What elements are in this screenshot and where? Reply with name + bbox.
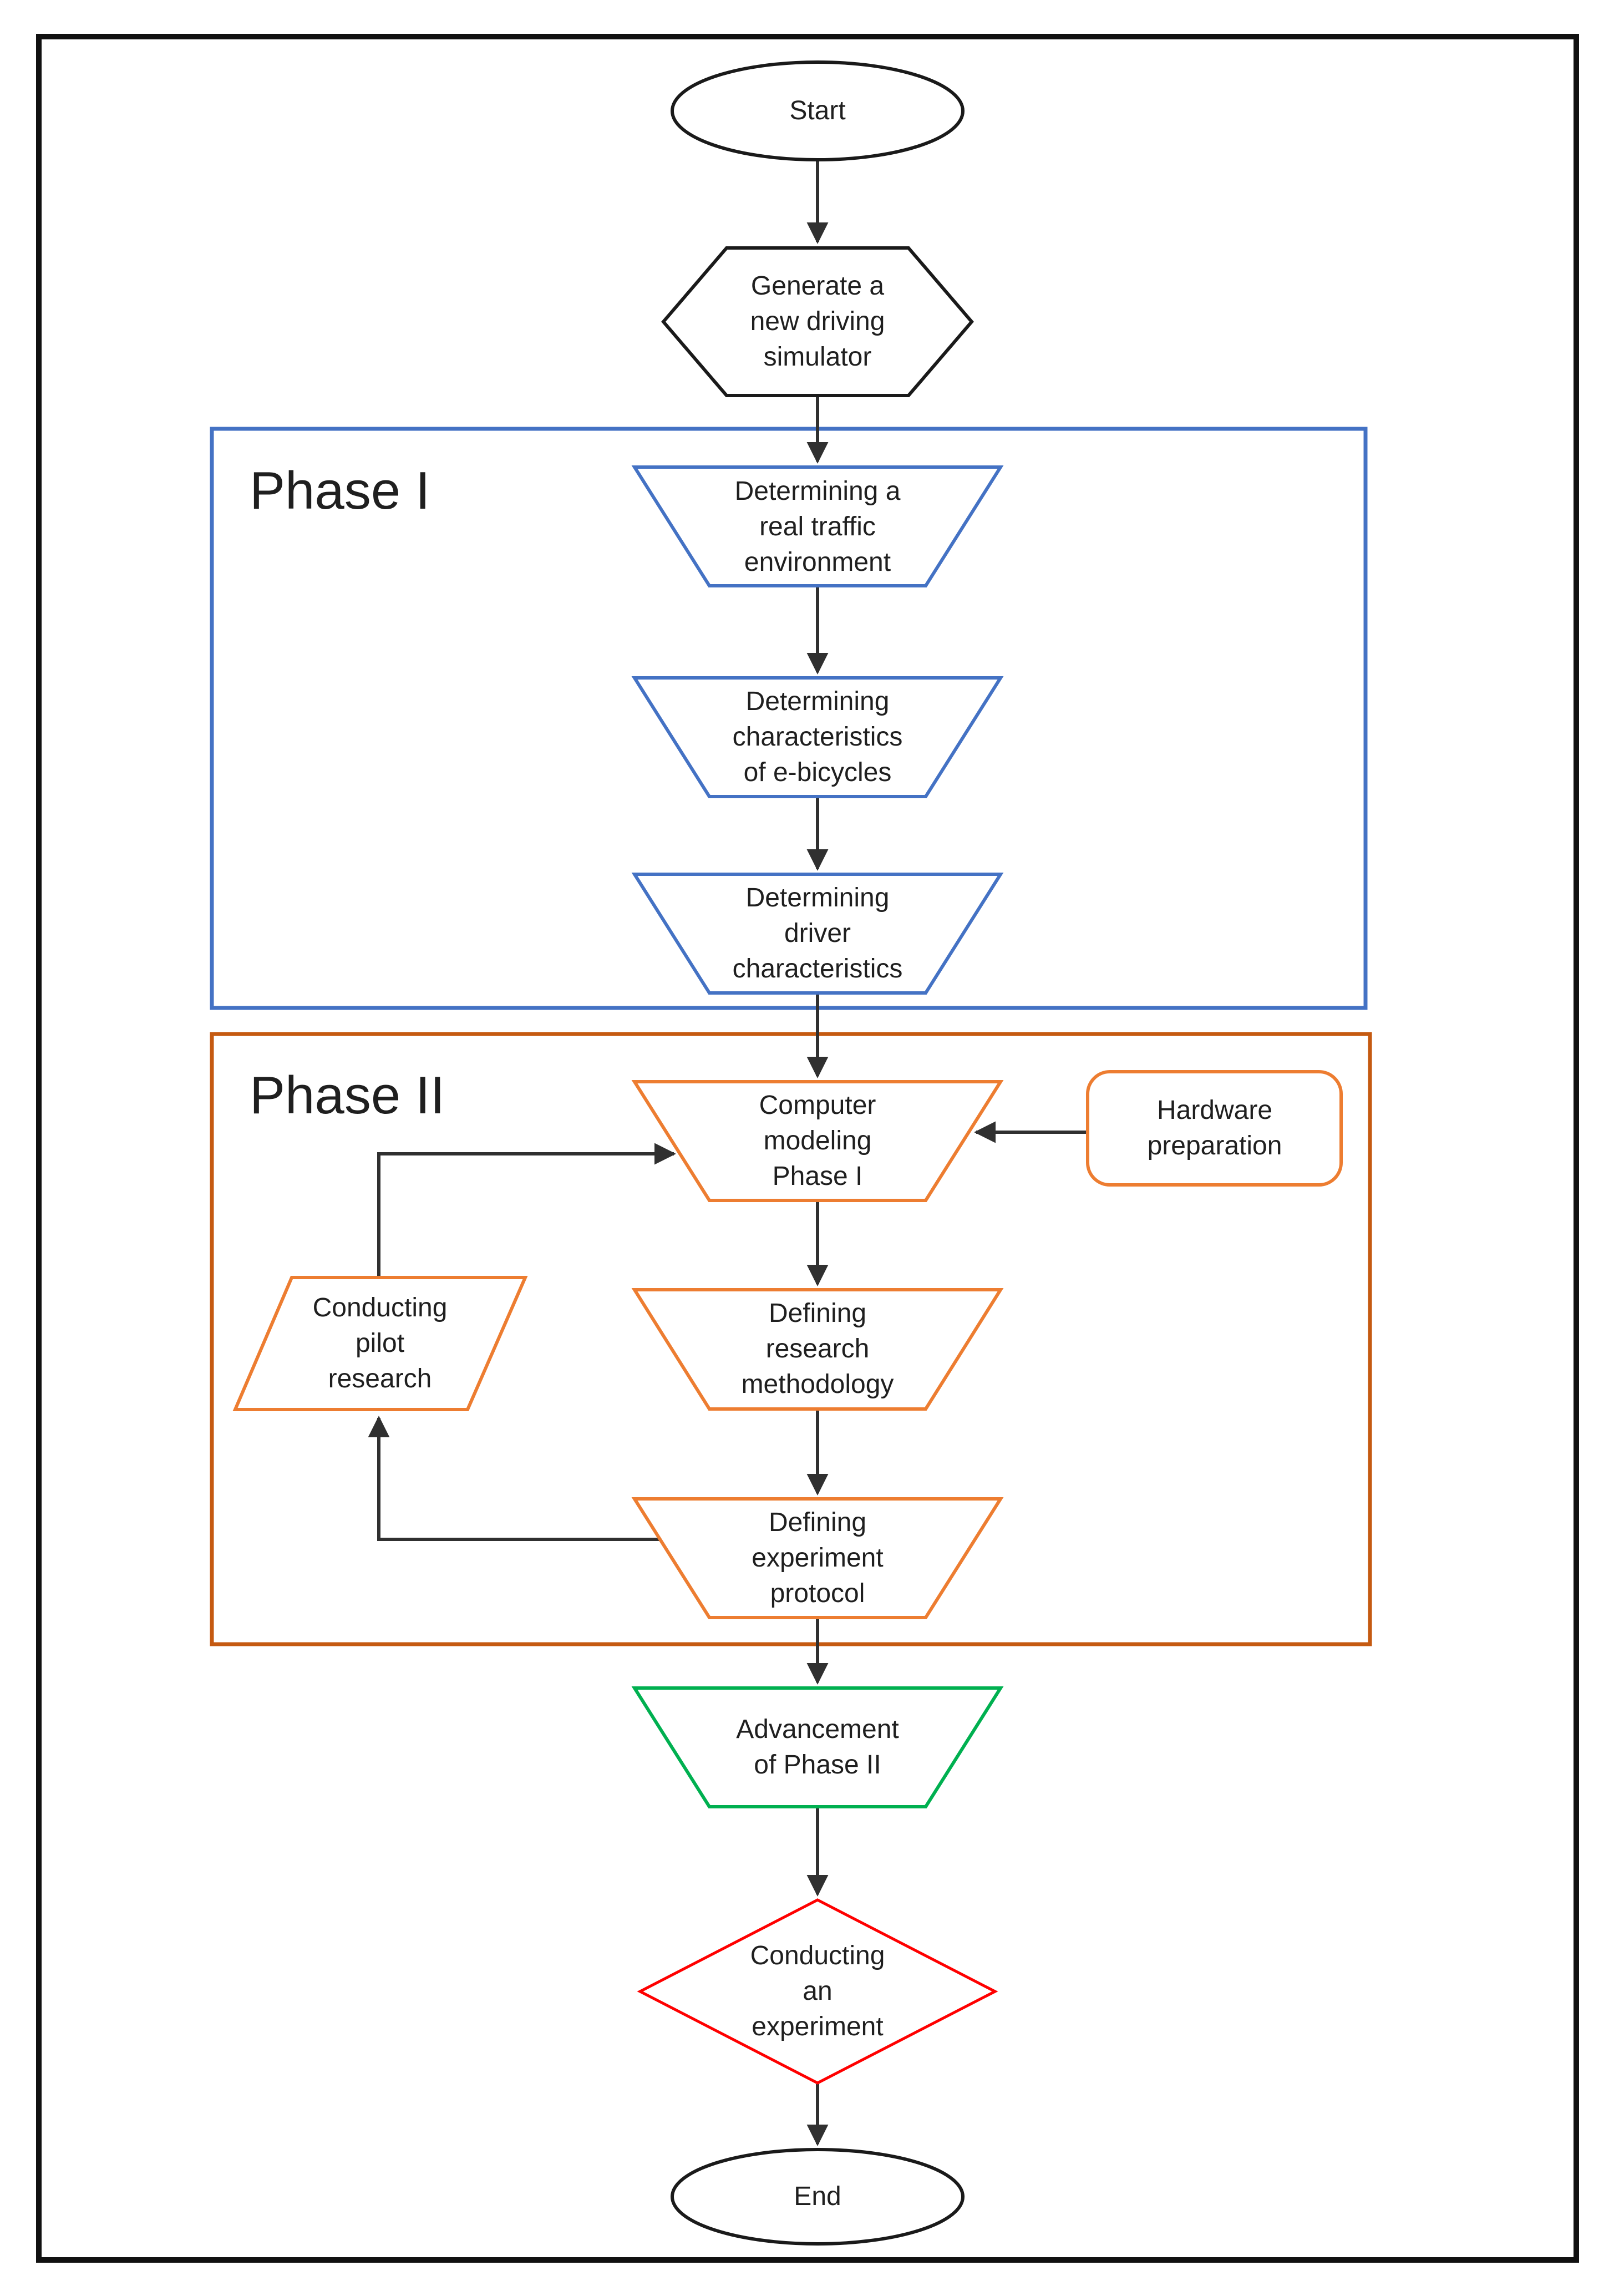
generate-simulator-label: Generate a new driving simulator [750,271,885,372]
figure-frame [36,34,1579,2263]
pilot-research-parallelogram [232,1276,528,1411]
phase2-label: Phase II [250,1066,445,1125]
real-traffic-trapezoid [631,465,1004,587]
ebicycle-characteristics-label: Determining characteristics of e-bicycle… [732,687,903,787]
end-terminal-ellipse [671,2148,965,2246]
real-traffic-label: Determining a real traffic environment [734,477,901,577]
phase2-container-box [210,1032,1372,1646]
start-terminal-ellipse [671,60,965,161]
advancement-label: Advancement of Phase II [736,1715,899,1780]
phase1-label: Phase I [250,461,430,520]
hardware-preparation-box [1086,1070,1343,1187]
computer-modeling-label: Computer modeling Phase I [759,1091,876,1191]
experiment-protocol-label: Defining experiment protocol [752,1508,884,1608]
phase1-container-box [210,427,1368,1010]
driver-characteristics-label: Determining driver characteristics [732,883,903,984]
research-methodology-trapezoid [631,1288,1004,1411]
hardware-preparation-label: Hardware preparation [1147,1096,1282,1160]
driver-characteristics-trapezoid [631,873,1004,995]
end-label: End [794,2182,841,2211]
arrow-pilot-to-computer-modeling [377,1143,676,1278]
start-label: Start [789,96,846,125]
computer-modeling-trapezoid [631,1080,1004,1202]
advancement-trapezoid [631,1686,1004,1808]
pilot-research-label: Conducting pilot research [312,1293,448,1393]
ebicycle-characteristics-trapezoid [631,676,1004,798]
conduct-experiment-label: Conducting an experiment [750,1941,885,2041]
conduct-experiment-diamond [637,1898,998,2085]
generate-simulator-hexagon [661,246,974,397]
experiment-protocol-trapezoid [631,1497,1004,1619]
research-methodology-label: Defining research methodology [741,1299,894,1399]
arrow-protocol-to-pilot [368,1416,660,1541]
